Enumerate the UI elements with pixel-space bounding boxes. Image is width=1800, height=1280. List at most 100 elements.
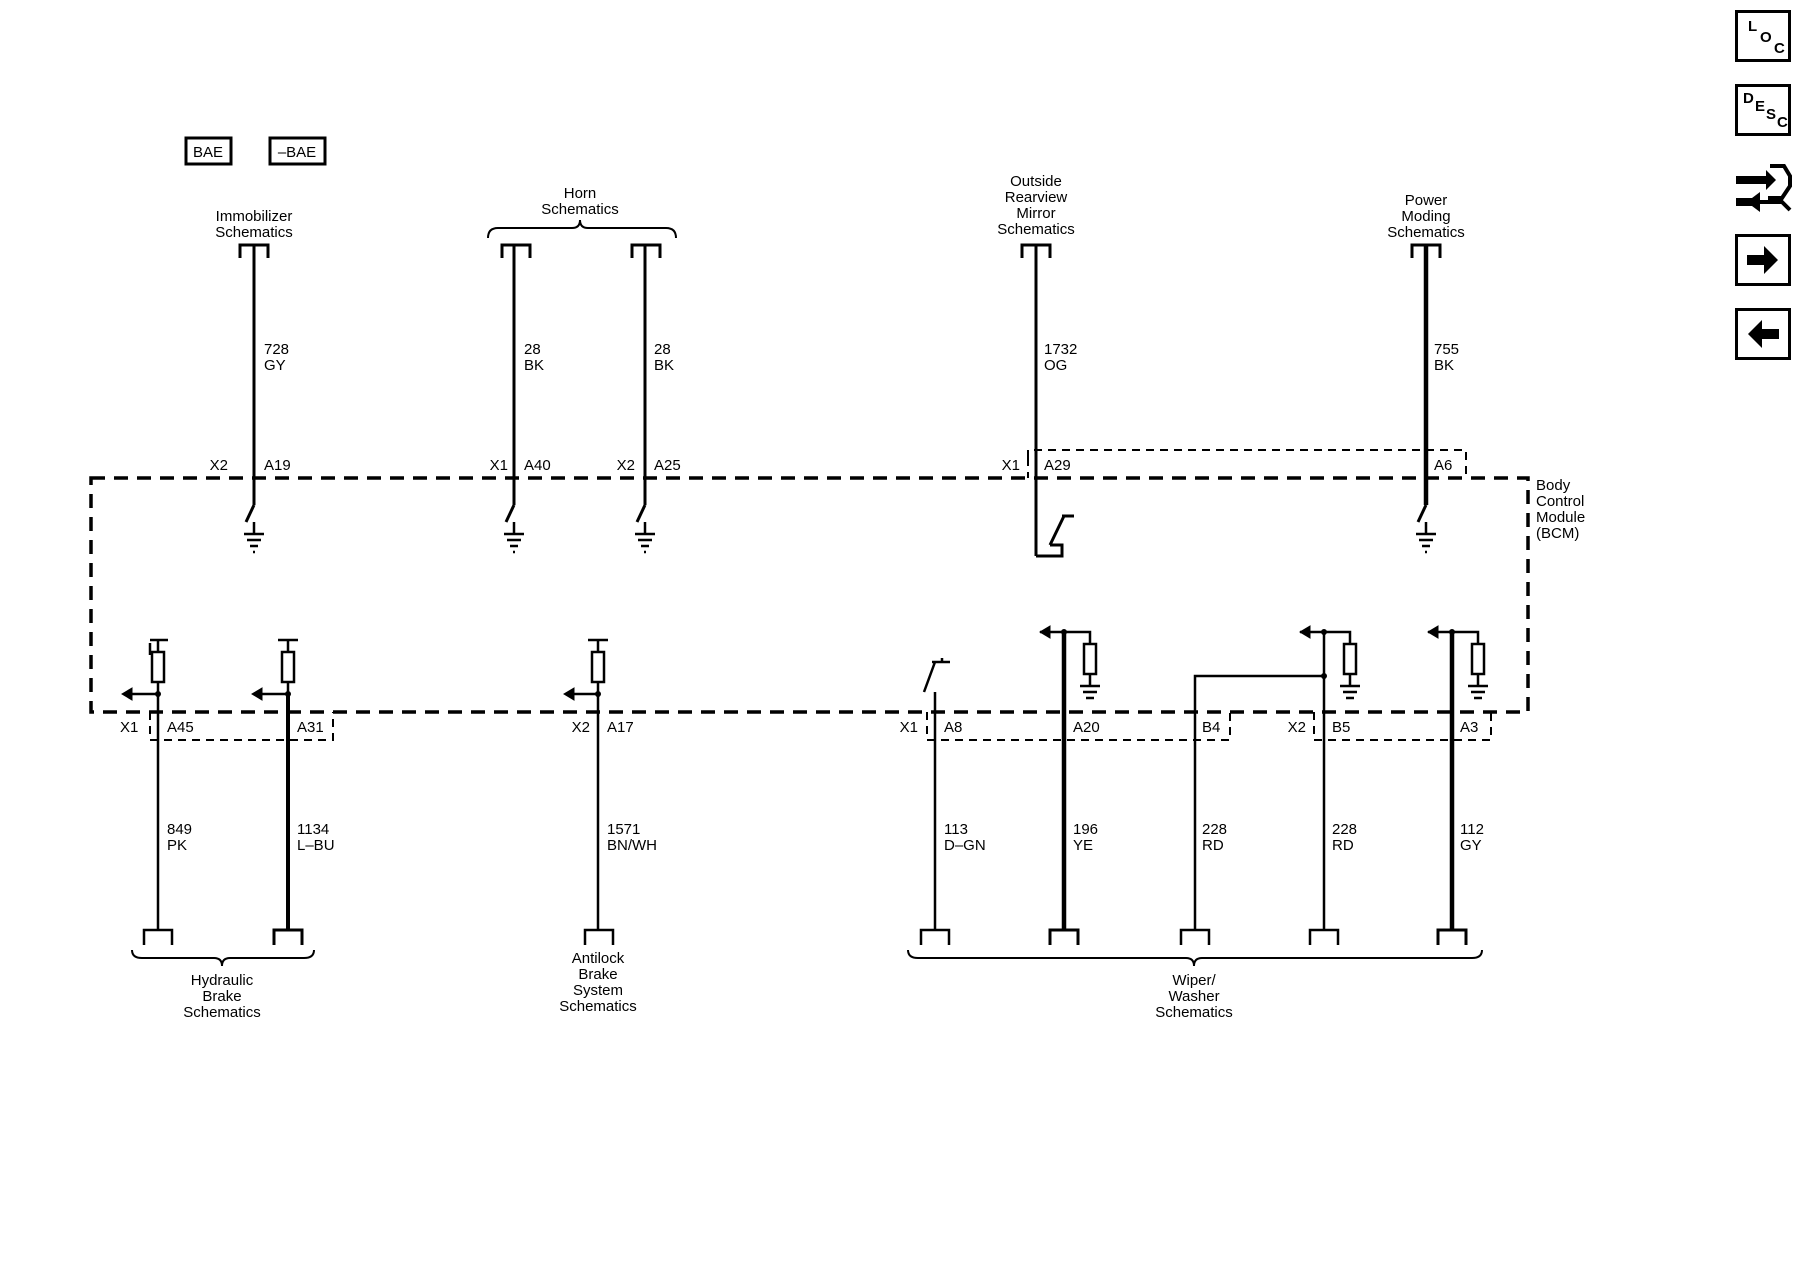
loc-button[interactable]: L O C (1735, 10, 1791, 62)
next-arrow-icon (1747, 246, 1778, 274)
svg-text:Control: Control (1536, 493, 1584, 510)
svg-text:A3: A3 (1460, 719, 1478, 736)
svg-text:A40: A40 (524, 457, 551, 474)
svg-text:A8: A8 (944, 719, 962, 736)
option-no-bae[interactable]: –BAE (268, 136, 327, 166)
svg-text:GY: GY (264, 357, 286, 374)
svg-text:X2: X2 (1288, 719, 1306, 736)
svg-text:B5: B5 (1332, 719, 1350, 736)
svg-text:PK: PK (167, 837, 187, 854)
svg-text:A45: A45 (167, 719, 194, 736)
top-circuit-mirror: 1732 OG X1 A29 (1002, 243, 1077, 558)
svg-text:Power: Power (1405, 192, 1448, 209)
immobilizer-label: Immobilizer Schematics (215, 208, 293, 241)
svg-text:Brake: Brake (202, 988, 241, 1005)
svg-text:D–GN: D–GN (944, 837, 986, 854)
desc-letter-c: C (1777, 114, 1788, 131)
svg-text:28: 28 (654, 341, 671, 358)
svg-text:B4: B4 (1202, 719, 1220, 736)
svg-text:GY: GY (1460, 837, 1482, 854)
bottom-circuit-a17: X2 A17 1571 BN/WH (572, 694, 657, 945)
bottom-circuit-a31: A31 1134 L–BU (272, 694, 335, 945)
connector-x1-bottom-outline (149, 712, 334, 741)
svg-text:A19: A19 (264, 457, 291, 474)
svg-text:X1: X1 (900, 719, 918, 736)
svg-text:Hydraulic: Hydraulic (191, 972, 254, 989)
desc-letter-d: D (1743, 90, 1754, 107)
wiper-label: Wiper/ Washer Schematics (1155, 972, 1233, 1021)
svg-text:System: System (573, 982, 623, 999)
next-button[interactable] (1735, 234, 1791, 286)
svg-text:Moding: Moding (1401, 208, 1450, 225)
option-no-bae-label: –BAE (278, 144, 316, 161)
output-circuit-a3 (1427, 625, 1488, 700)
svg-text:X2: X2 (572, 719, 590, 736)
svg-text:A25: A25 (654, 457, 681, 474)
previous-button[interactable] (1735, 308, 1791, 360)
svg-text:X1: X1 (1002, 457, 1020, 474)
top-circuit-horn-2: 28 BK X2 A25 (617, 243, 681, 523)
loc-letter-o: O (1760, 29, 1772, 46)
svg-text:Outside: Outside (1010, 173, 1062, 190)
svg-text:196: 196 (1073, 821, 1098, 838)
bcm-boundary (89, 476, 1530, 714)
svg-text:A31: A31 (297, 719, 324, 736)
svg-text:1134: 1134 (297, 821, 329, 838)
svg-text:Schematics: Schematics (1155, 1004, 1233, 1021)
svg-text:755: 755 (1434, 341, 1459, 358)
svg-text:1732: 1732 (1044, 341, 1077, 358)
bottom-circuit-a20: A20 196 YE (1048, 632, 1100, 945)
loc-letter-c: C (1774, 40, 1785, 57)
svg-text:849: 849 (167, 821, 192, 838)
svg-text:BN/WH: BN/WH (607, 837, 657, 854)
desc-letter-s: S (1766, 106, 1777, 123)
wiper-brace (907, 949, 1483, 967)
output-circuit-a20 (1039, 625, 1100, 700)
svg-text:113: 113 (944, 821, 968, 838)
svg-text:Horn: Horn (564, 185, 597, 202)
input-circuit-a17 (563, 638, 608, 701)
svg-text:Schematics: Schematics (183, 1004, 261, 1021)
desc-button[interactable]: D E S C (1735, 84, 1791, 136)
svg-text:Washer: Washer (1168, 988, 1219, 1005)
power-moding-label: Power Moding Schematics (1387, 192, 1465, 241)
connector-x2-bottom-outline (1313, 712, 1492, 741)
svg-text:Schematics: Schematics (215, 224, 293, 241)
svg-text:Schematics: Schematics (997, 221, 1075, 238)
svg-text:Brake: Brake (578, 966, 617, 983)
bottom-circuit-b4: B4 228 RD (1179, 719, 1227, 945)
mirror-label: Outside Rearview Mirror Schematics (997, 173, 1075, 238)
bottom-circuit-a8: X1 A8 113 D–GN (900, 692, 986, 945)
svg-text:Schematics: Schematics (559, 998, 637, 1015)
svg-text:28: 28 (524, 341, 541, 358)
svg-text:BK: BK (654, 357, 674, 374)
abs-label: Antilock Brake System Schematics (559, 950, 637, 1015)
svg-text:Mirror: Mirror (1016, 205, 1055, 222)
loc-letter-l: L (1748, 18, 1758, 35)
connector-tool-icon[interactable] (1732, 158, 1794, 220)
svg-text:A29: A29 (1044, 457, 1071, 474)
connector-x1-bottom-right-outline (926, 712, 1231, 741)
hydraulic-label: Hydraulic Brake Schematics (183, 972, 261, 1021)
ground-symbols-top (244, 522, 1436, 554)
svg-text:YE: YE (1073, 837, 1093, 854)
svg-text:(BCM): (BCM) (1536, 525, 1579, 542)
option-bae-label: BAE (193, 144, 223, 161)
bottom-circuit-a3: A3 112 GY (1436, 632, 1484, 945)
svg-text:Immobilizer: Immobilizer (216, 208, 293, 225)
option-bae[interactable]: BAE (184, 136, 233, 166)
output-circuit-b5 (1299, 625, 1360, 700)
bottom-circuit-a45: X1 A45 849 PK (120, 694, 194, 945)
input-circuit-a45 (121, 638, 168, 701)
svg-text:Wiper/: Wiper/ (1172, 972, 1216, 989)
svg-text:X1: X1 (490, 457, 508, 474)
svg-text:Antilock: Antilock (572, 950, 625, 967)
switch-a8 (922, 658, 950, 693)
svg-text:112: 112 (1460, 821, 1484, 838)
horn-label: Horn Schematics (541, 185, 619, 218)
svg-text:Schematics: Schematics (541, 201, 619, 218)
svg-text:X2: X2 (210, 457, 228, 474)
bottom-circuit-b5: X2 B5 228 RD (1288, 632, 1357, 945)
top-circuit-immobilizer: 728 GY X2 A19 (210, 243, 291, 523)
